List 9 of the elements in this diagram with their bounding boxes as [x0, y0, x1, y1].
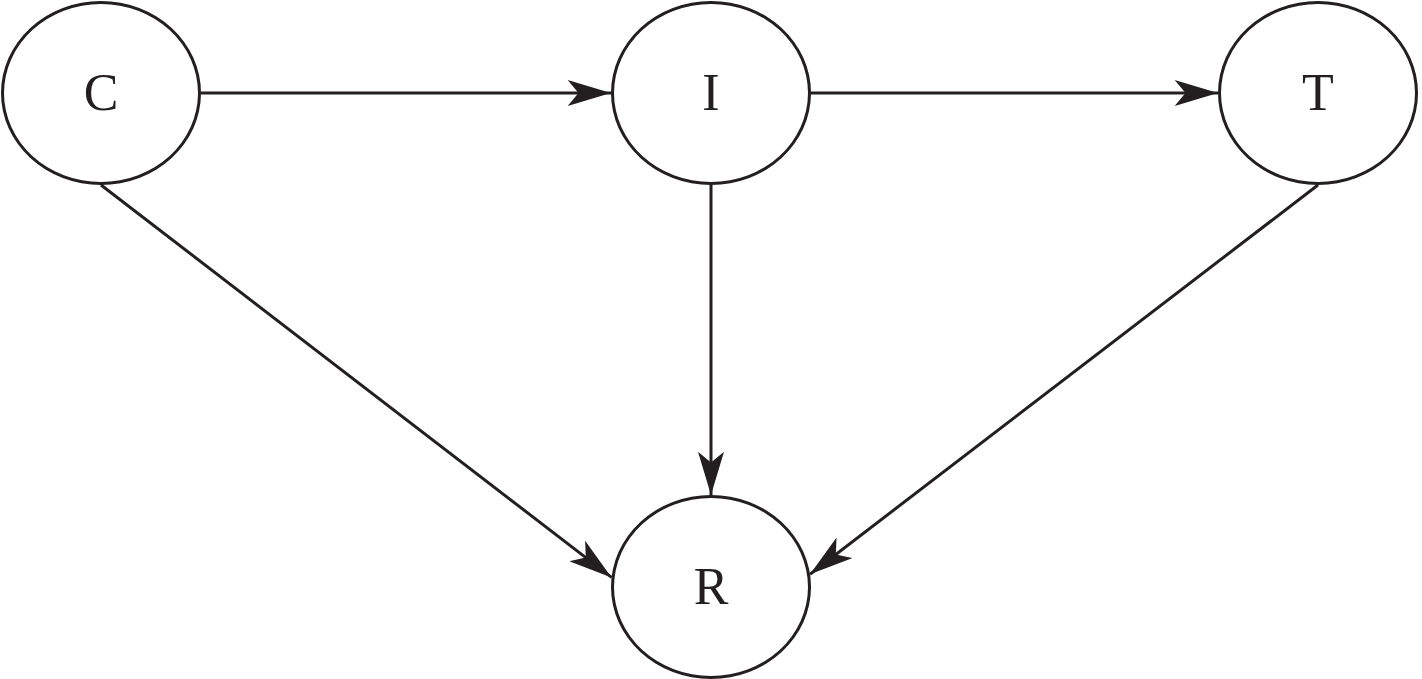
- arrow: [201, 80, 611, 106]
- node-label: R: [693, 561, 729, 613]
- node-label: C: [83, 67, 119, 119]
- node-label: T: [1302, 67, 1334, 119]
- arrow: [698, 185, 724, 495]
- node-label: I: [702, 67, 720, 119]
- arrow: [100, 183, 613, 579]
- arrow: [809, 183, 1319, 576]
- arrow: [811, 80, 1218, 106]
